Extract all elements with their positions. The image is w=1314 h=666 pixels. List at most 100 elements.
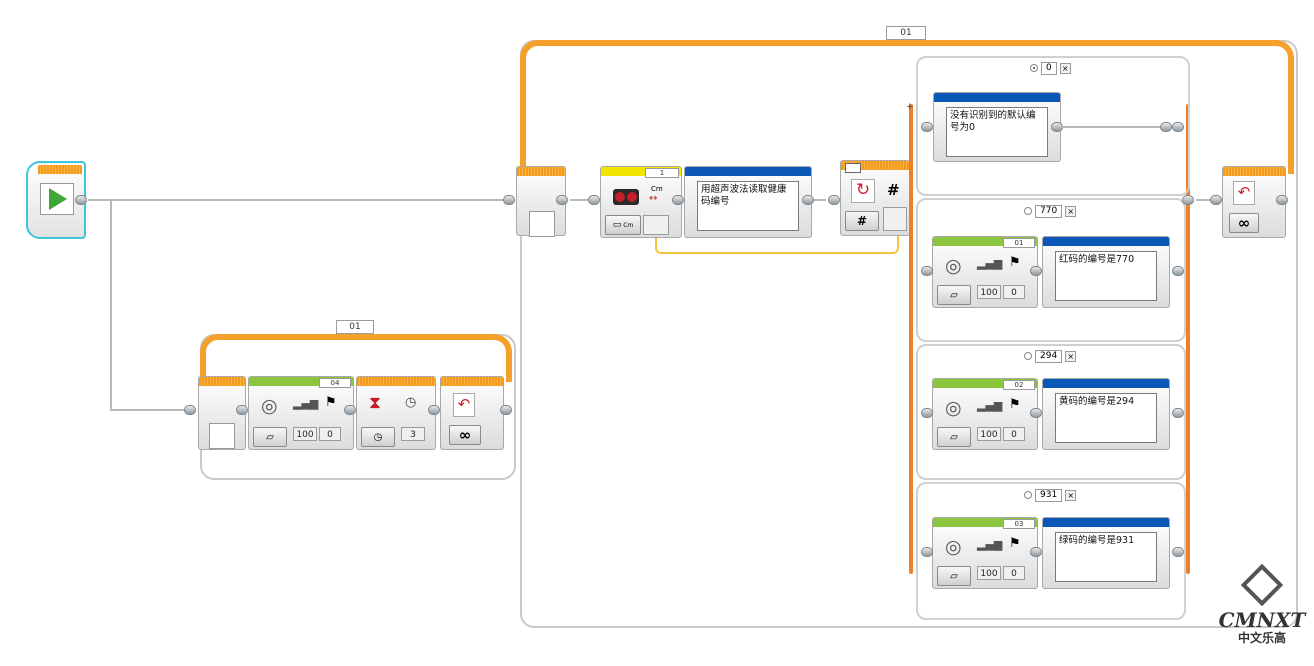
sub-loop-start-header [199, 377, 245, 386]
case-931-block-number[interactable]: 03 [1003, 519, 1035, 529]
case-294-value[interactable]: 294 [1035, 349, 1063, 363]
case-931-out-plug [1172, 547, 1184, 557]
play-type-icon: ⚑ [325, 395, 337, 410]
case-770-volume[interactable]: 100 [977, 285, 1001, 299]
sub-sound-block[interactable]: 04 ◎ ▂▄▆ ⚑ ▱ 100 0 [248, 376, 354, 450]
sub-sound-play-type[interactable]: 0 [319, 427, 341, 441]
ultrasonic-mode-button[interactable]: ▭ Cm [605, 215, 641, 235]
case-770-comment-block[interactable]: 红码的编号是770 [1042, 236, 1170, 308]
wait-mode-button[interactable]: ◷ [361, 427, 395, 447]
case-294-header[interactable]: 294 × [1024, 349, 1077, 363]
case-931-sound-mode-button[interactable]: ▱ [937, 566, 971, 586]
main-loop-end-out-plug [1276, 195, 1288, 205]
loop-port-slot [209, 423, 235, 449]
case-0-remove-button[interactable]: × [1059, 62, 1071, 74]
sub-sound-mode-button[interactable]: ▱ [253, 427, 287, 447]
sub-loop-out-plug [500, 405, 512, 415]
case-931-remove-button[interactable]: × [1065, 489, 1077, 501]
case-931-header[interactable]: 931 × [1024, 488, 1077, 502]
ultrasonic-out-plug [672, 195, 684, 205]
add-case-icon[interactable]: + [906, 102, 914, 112]
ultrasonic-header [601, 167, 681, 176]
start-output-plug [75, 195, 87, 205]
case-770-header[interactable]: 770 × [1024, 204, 1077, 218]
case-294-volume[interactable]: 100 [977, 427, 1001, 441]
loop-condition-icon: ↶ [1233, 181, 1255, 205]
case-770-sound-mode-button[interactable]: ▱ [937, 285, 971, 305]
case-294-comment-header [1043, 379, 1169, 388]
main-loop-end-block[interactable]: ↶ ∞ [1222, 166, 1286, 238]
comment-block-read[interactable]: 用超声波法读取健康码编号 [684, 166, 812, 238]
case-770-value[interactable]: 770 [1035, 204, 1063, 218]
sub-loop-end-block[interactable]: ↶ ∞ [440, 376, 504, 450]
case-931-play-type[interactable]: 0 [1003, 566, 1025, 580]
switch-redo-icon: ↻ [851, 179, 875, 203]
ultrasonic-sensor-block[interactable]: 1 Cm ↔ ▭ Cm [600, 166, 682, 238]
sub-loop-in-plug [184, 405, 196, 415]
switch-block[interactable]: ↻ # # [840, 160, 910, 236]
sub-loop-mode-button[interactable]: ∞ [449, 425, 481, 445]
case-931-in-plug [921, 547, 933, 557]
wait-out-plug [428, 405, 440, 415]
play-type-icon: ⚑ [1009, 255, 1021, 270]
case-931-value[interactable]: 931 [1035, 488, 1063, 502]
comment-read-text[interactable]: 用超声波法读取健康码编号 [697, 181, 799, 231]
case-0-in-plug [921, 122, 933, 132]
main-loop-start-block[interactable] [516, 166, 566, 237]
timer-icon: ◷ [405, 395, 417, 410]
case-0-wire [1062, 126, 1162, 128]
case-294-sound-mode-button[interactable]: ▱ [937, 427, 971, 447]
case-770-play-type[interactable]: 0 [1003, 285, 1025, 299]
case-294-comment-block[interactable]: 黄码的编号是294 [1042, 378, 1170, 450]
case-0-value[interactable]: 0 [1041, 61, 1057, 75]
case-931-sound-block[interactable]: 03 ◎ ▂▄▆ ⚑ ▱ 100 0 [932, 517, 1038, 589]
case-0-end-plug-2 [1172, 122, 1184, 132]
case-0-comment-block[interactable]: 没有识别到的默认编号为0 [933, 92, 1061, 162]
sub-sound-block-number[interactable]: 04 [319, 378, 351, 388]
case-294-block-number[interactable]: 02 [1003, 380, 1035, 390]
case-770-remove-button[interactable]: × [1065, 205, 1077, 217]
switch-mode-button[interactable]: # [845, 211, 879, 231]
case-931-volume[interactable]: 100 [977, 566, 1001, 580]
case-0-header[interactable]: 0 × [1030, 61, 1071, 75]
case-294-sound-block[interactable]: 02 ◎ ▂▄▆ ⚑ ▱ 100 0 [932, 378, 1038, 450]
case-770-mid-plug [1030, 266, 1042, 276]
speaker-icon: ◎ [945, 536, 962, 558]
ultrasonic-port[interactable]: 1 [645, 168, 679, 178]
distance-icon: ↔ [649, 193, 658, 204]
switch-icon [845, 163, 861, 173]
case-770-block-number[interactable]: 01 [1003, 238, 1035, 248]
switch-in-plug [828, 195, 840, 205]
cmnxt-logo: CMNXT 中文乐高 [1212, 563, 1312, 664]
case-294-play-type[interactable]: 0 [1003, 427, 1025, 441]
sub-loop-name[interactable]: 01 [336, 320, 374, 334]
case-294-remove-button[interactable]: × [1065, 350, 1077, 362]
main-loop-mode-button[interactable]: ∞ [1229, 213, 1259, 233]
speaker-icon: ◎ [945, 397, 962, 419]
case-931-comment-block[interactable]: 绿码的编号是931 [1042, 517, 1170, 589]
case-770-sound-block[interactable]: 01 ◎ ▂▄▆ ⚑ ▱ 100 0 [932, 236, 1038, 308]
case-931-default-radio[interactable] [1024, 491, 1032, 499]
switch-header [841, 161, 909, 170]
case-931-comment-text[interactable]: 绿码的编号是931 [1055, 532, 1157, 582]
switch-hash-label: # [887, 181, 900, 199]
case-294-comment-text[interactable]: 黄码的编号是294 [1055, 393, 1157, 443]
case-294-sound-header [933, 379, 1037, 388]
main-loop-name[interactable]: 01 [886, 26, 926, 40]
hourglass-icon: ⧗ [369, 393, 381, 413]
sub-sound-volume[interactable]: 100 [293, 427, 317, 441]
sub-loop-start-out-plug [236, 405, 248, 415]
case-0-default-radio[interactable] [1030, 64, 1038, 72]
case-294-mid-plug [1030, 408, 1042, 418]
case-770-default-radio[interactable] [1024, 207, 1032, 215]
case-294-default-radio[interactable] [1024, 352, 1032, 360]
wait-seconds[interactable]: 3 [401, 427, 425, 441]
switch-out-plug [1182, 195, 1194, 205]
wire-main-to-sensor [570, 199, 604, 201]
wait-block[interactable]: ⧗ ◷ ◷ 3 [356, 376, 436, 450]
case-770-comment-text[interactable]: 红码的编号是770 [1055, 251, 1157, 301]
wire-branch-to-subloop [110, 409, 186, 411]
case-0-comment-text[interactable]: 没有识别到的默认编号为0 [946, 107, 1048, 157]
play-type-icon: ⚑ [1009, 397, 1021, 412]
cmnxt-brand: CMNXT [1218, 608, 1306, 632]
